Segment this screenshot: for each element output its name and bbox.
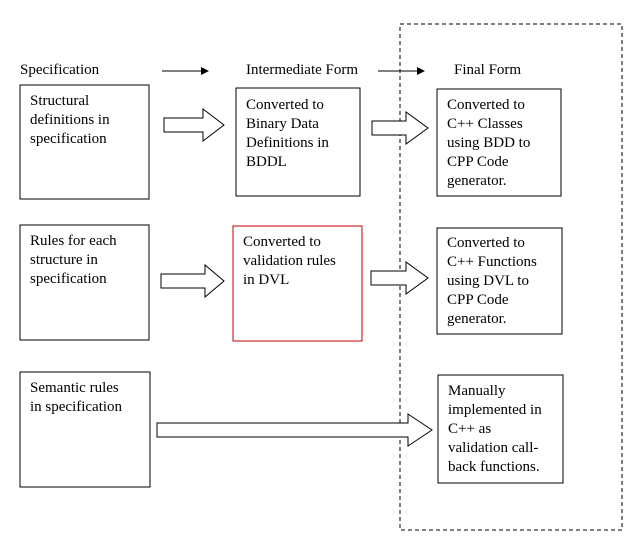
intermediate-text-2: Converted to validation rules in DVL (243, 234, 336, 288)
spec-text-2: Rules for each structure in specificatio… (30, 233, 117, 287)
spec-box-3 (19, 371, 151, 488)
final-text-2: Converted to C++ Functions using DVL to … (447, 235, 537, 327)
spec-box-1 (19, 84, 150, 200)
block-arrow-2a (160, 263, 225, 299)
heading-intermediate-form: Intermediate Form (246, 62, 359, 78)
final-box-1 (436, 88, 562, 197)
final-box-3 (437, 374, 564, 484)
final-text-1: Converted to C++ Classes using BDD to CP… (447, 97, 531, 189)
spec-text-3: Semantic rules in specification (30, 380, 123, 415)
intermediate-text-1: Converted to Binary Data Definitions in … (246, 97, 329, 170)
spec-text-1: Structural definitions in specification (30, 93, 110, 147)
intermediate-box-1 (235, 87, 361, 197)
heading-final-form: Final Form (454, 62, 522, 78)
block-arrow-1b (371, 111, 429, 145)
heading-specification: Specification (20, 62, 100, 78)
block-arrow-1a (163, 107, 225, 143)
final-box-2 (436, 227, 563, 335)
spec-box-2 (19, 224, 150, 341)
intermediate-box-2 (232, 225, 363, 342)
block-arrow-2b (370, 261, 429, 295)
block-arrow-3 (156, 413, 433, 447)
final-text-3: Manually implemented in C++ as validatio… (448, 383, 542, 475)
